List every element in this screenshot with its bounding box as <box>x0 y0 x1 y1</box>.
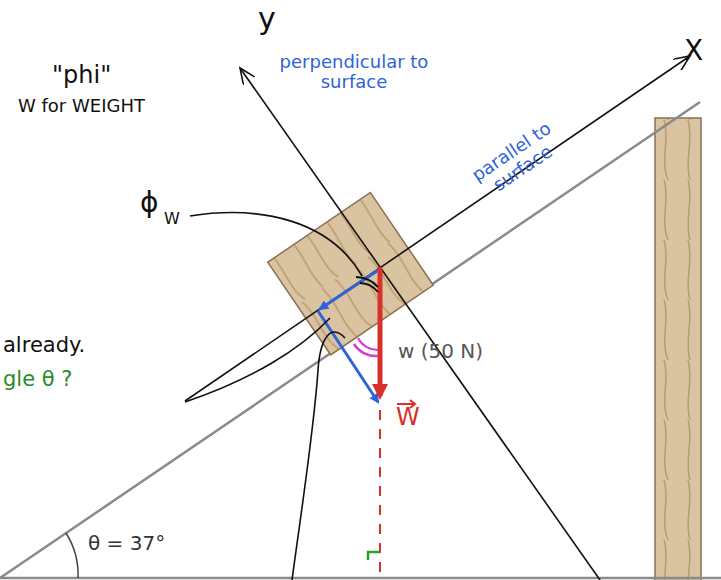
phi-arc <box>356 277 378 287</box>
wooden-block <box>268 193 434 355</box>
axis-label: X <box>684 36 703 67</box>
note-text: gle θ ? <box>3 368 72 391</box>
angle-subscript: W <box>164 210 180 228</box>
leader-line <box>292 332 345 580</box>
note-text: "phi" <box>52 62 111 88</box>
axis-note: perpendicular to surface <box>264 52 444 92</box>
parallel-component <box>318 311 378 402</box>
right-angle-mark <box>368 552 380 560</box>
ground-line <box>0 577 721 580</box>
weight-value: w (50 N) <box>398 340 483 362</box>
note-text: W for WEIGHT <box>18 96 145 116</box>
axis-label: y <box>258 2 276 35</box>
vertical-dashed-line <box>379 410 381 575</box>
incline-surface <box>0 102 700 578</box>
angle-arc <box>358 338 378 350</box>
perpendicular-component <box>320 269 380 309</box>
theta-arc <box>66 533 78 578</box>
leader-line <box>185 318 330 402</box>
component-overlay <box>330 269 380 302</box>
wooden-post <box>655 118 701 580</box>
angle-symbol: ϕ <box>140 188 158 219</box>
x-axis <box>185 56 690 401</box>
angle-label: θ = 37° <box>88 532 165 554</box>
y-axis <box>240 68 600 580</box>
note-text: already. <box>3 334 85 357</box>
vector-label: W <box>396 404 420 430</box>
leader-line <box>190 213 362 276</box>
axis-note: parallel to surface <box>460 113 573 207</box>
